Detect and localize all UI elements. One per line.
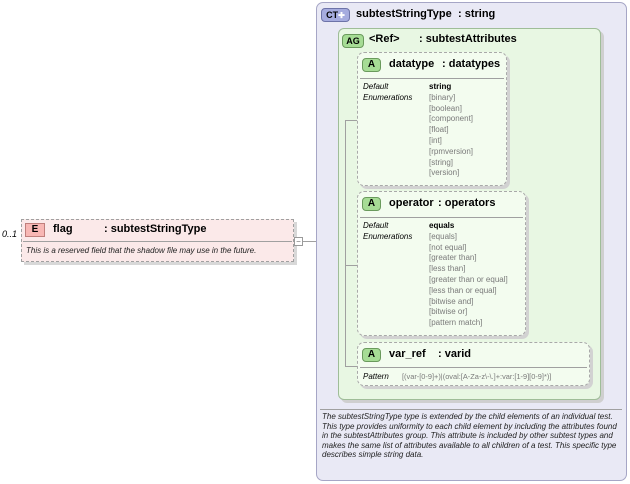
collapse-toggle[interactable]: − bbox=[294, 237, 303, 246]
tree-connector bbox=[345, 265, 357, 266]
enum-value: [boolean] bbox=[429, 103, 462, 113]
element-name: flag bbox=[53, 223, 73, 235]
enum-value: [greater than or equal] bbox=[429, 274, 508, 284]
enum-value: [less than] bbox=[429, 264, 466, 274]
element-separator bbox=[23, 241, 292, 242]
enum-value: [component] bbox=[429, 114, 474, 124]
attribute-var-ref-type: : varid bbox=[438, 348, 472, 360]
enum-value: [int] bbox=[429, 135, 442, 145]
pattern-value: [(var-[0-9]+)|(oval:[A-Za-z\-\.]+:var:[1… bbox=[402, 372, 552, 381]
complex-type-description: The subtestStringType type is extended b… bbox=[322, 412, 617, 460]
enumerations-label: Enumerations bbox=[363, 231, 413, 241]
element-badge: E bbox=[25, 223, 45, 237]
attribute-operator-box[interactable] bbox=[357, 191, 526, 336]
complex-type-separator bbox=[320, 409, 622, 410]
attribute-separator bbox=[360, 78, 504, 79]
enum-value: [bitwise or] bbox=[429, 307, 468, 317]
connector-line bbox=[303, 241, 316, 242]
complex-type-name: subtestStringType bbox=[356, 8, 452, 20]
element-description: This is a reserved field that the shadow… bbox=[26, 246, 257, 255]
default-value: string bbox=[429, 82, 452, 91]
attribute-separator bbox=[360, 367, 587, 368]
attribute-group-badge: AG bbox=[342, 34, 364, 48]
plus-icon: ✚ bbox=[338, 11, 345, 20]
occurrence-label: 0..1 bbox=[2, 229, 18, 239]
enum-value: [equals] bbox=[429, 231, 458, 241]
attribute-group-ref: <Ref> bbox=[369, 33, 400, 45]
default-label: Default bbox=[363, 221, 389, 230]
enum-value: [less than or equal] bbox=[429, 285, 497, 295]
default-label: Default bbox=[363, 82, 389, 91]
attribute-datatype-type: : datatypes bbox=[442, 58, 501, 70]
complex-type-badge: CT✚ bbox=[321, 8, 350, 22]
enumeration-list: [binary] [boolean] [component] [float] [… bbox=[429, 93, 473, 179]
enum-value: [string] bbox=[429, 157, 454, 167]
element-type: : subtestStringType bbox=[104, 223, 207, 235]
enum-value: [greater than] bbox=[429, 253, 477, 263]
attribute-var-ref-name: var_ref bbox=[389, 348, 426, 360]
enum-value: [rpmversion] bbox=[429, 146, 474, 156]
complex-type-type: : string bbox=[458, 8, 496, 20]
attribute-badge: A bbox=[362, 348, 381, 362]
element-flag-box[interactable] bbox=[21, 219, 294, 262]
attribute-operator-name: operator bbox=[389, 197, 434, 209]
enum-value: [float] bbox=[429, 125, 449, 135]
attribute-badge: A bbox=[362, 197, 381, 211]
enum-value: [binary] bbox=[429, 92, 456, 102]
enum-value: [bitwise and] bbox=[429, 296, 474, 306]
enum-value: [not equal] bbox=[429, 242, 467, 252]
enum-value: [pattern match] bbox=[429, 318, 483, 328]
attribute-datatype-box[interactable] bbox=[357, 52, 507, 186]
pattern-label: Pattern bbox=[363, 372, 389, 381]
attribute-datatype-name: datatype bbox=[389, 58, 435, 70]
attribute-separator bbox=[360, 217, 523, 218]
enumeration-list: [equals] [not equal] [greater than] [les… bbox=[429, 232, 508, 329]
attribute-operator-type: : operators bbox=[438, 197, 496, 209]
attribute-var-ref-box[interactable] bbox=[357, 342, 590, 386]
attribute-badge: A bbox=[362, 58, 381, 72]
enumerations-label: Enumerations bbox=[363, 92, 413, 102]
default-value: equals bbox=[429, 221, 455, 230]
tree-connector bbox=[345, 120, 357, 121]
tree-connector bbox=[345, 366, 357, 367]
tree-connector bbox=[345, 120, 346, 366]
attribute-group-name: : subtestAttributes bbox=[419, 33, 517, 45]
enum-value: [version] bbox=[429, 168, 460, 178]
